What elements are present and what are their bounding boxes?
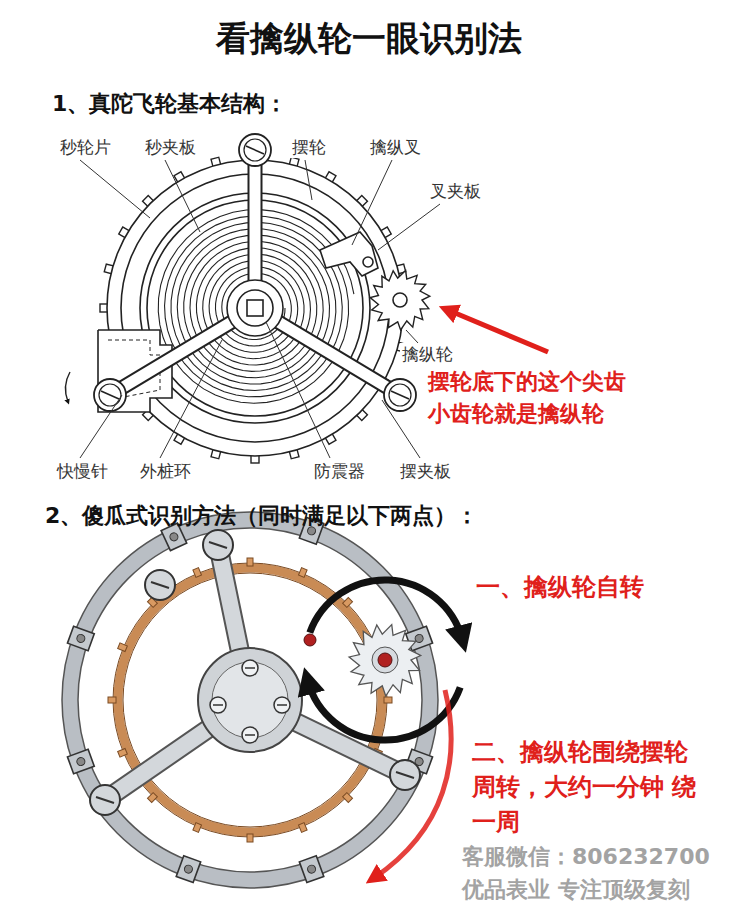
part-label: 快慢针 — [55, 460, 110, 482]
tourbillon-colour-drawing — [62, 512, 462, 888]
part-label: 擒纵轮 — [400, 343, 455, 365]
red-note: 一、擒纵轮自转 — [476, 572, 644, 603]
section-heading: 1、真陀飞轮基本结构： — [52, 90, 287, 119]
red-note: 摆轮底下的这个尖齿 小齿轮就是擒纵轮 — [428, 366, 634, 430]
part-label: 摆夹板 — [398, 460, 453, 482]
part-label: 防震器 — [312, 460, 367, 482]
watermark: 优品表业 专注顶级复刻 — [462, 876, 690, 905]
section-heading: 2、傻瓜式识别方法（同时满足以下两点）： — [45, 502, 478, 531]
part-label: 秒夹板 — [143, 136, 198, 158]
part-label: 擒纵叉 — [368, 136, 423, 158]
red-note: 二、擒纵轮围绕摆轮 周转，大约一分钟 绕一周 — [472, 735, 698, 839]
pointer-arrow — [448, 310, 548, 352]
part-label: 摆轮 — [290, 136, 328, 158]
part-label: 秒轮片 — [58, 136, 113, 158]
part-label: 外桩环 — [138, 460, 193, 482]
tourbillon-line-drawing — [65, 134, 440, 463]
page-title: 看擒纵轮一眼识别法 — [4, 16, 730, 60]
part-label: 叉夹板 — [428, 180, 483, 202]
watermark: 客服微信：806232700 — [462, 843, 710, 872]
